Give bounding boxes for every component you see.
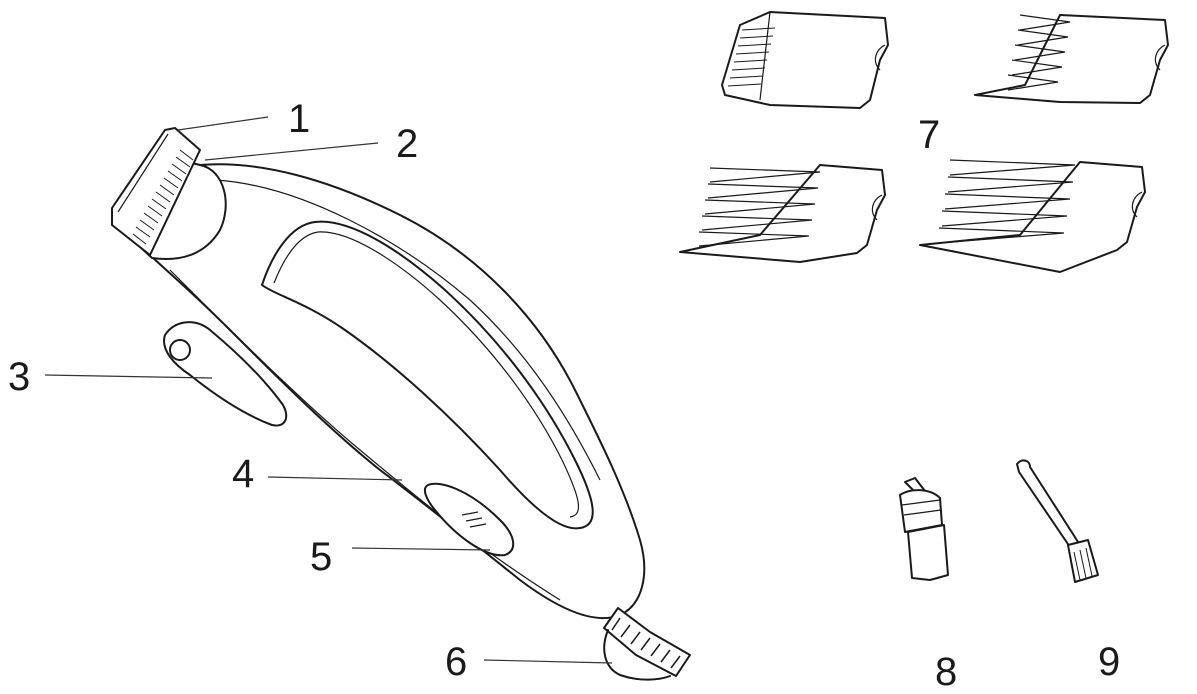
power-switch[interactable] <box>423 482 515 557</box>
fixed-blade <box>111 127 201 256</box>
callout-5: 5 <box>310 535 332 579</box>
callout-4: 4 <box>232 452 254 496</box>
blade-teeth <box>132 149 194 245</box>
leader-lines <box>44 116 613 664</box>
cleaning-brush <box>1016 459 1099 583</box>
callout-3: 3 <box>8 355 30 399</box>
callout-2: 2 <box>396 122 418 166</box>
comb-4 <box>919 159 1146 273</box>
oil-bottle <box>899 477 949 581</box>
attachment-combs <box>679 11 1169 273</box>
clipper <box>111 127 691 681</box>
callout-1: 1 <box>288 97 310 141</box>
callout-6: 6 <box>445 640 467 684</box>
lever-pivot <box>169 339 191 361</box>
comb-1 <box>721 11 889 109</box>
taper-lever[interactable] <box>163 321 288 427</box>
grip-window <box>261 220 594 530</box>
callout-labels: 1 2 3 4 5 6 7 8 9 <box>8 97 1120 694</box>
comb-2 <box>974 14 1169 104</box>
comb-3 <box>679 164 886 263</box>
callout-9: 9 <box>1098 640 1120 684</box>
callout-8: 8 <box>935 650 957 694</box>
callout-7: 7 <box>918 113 940 157</box>
power-cord-relief <box>603 607 691 681</box>
